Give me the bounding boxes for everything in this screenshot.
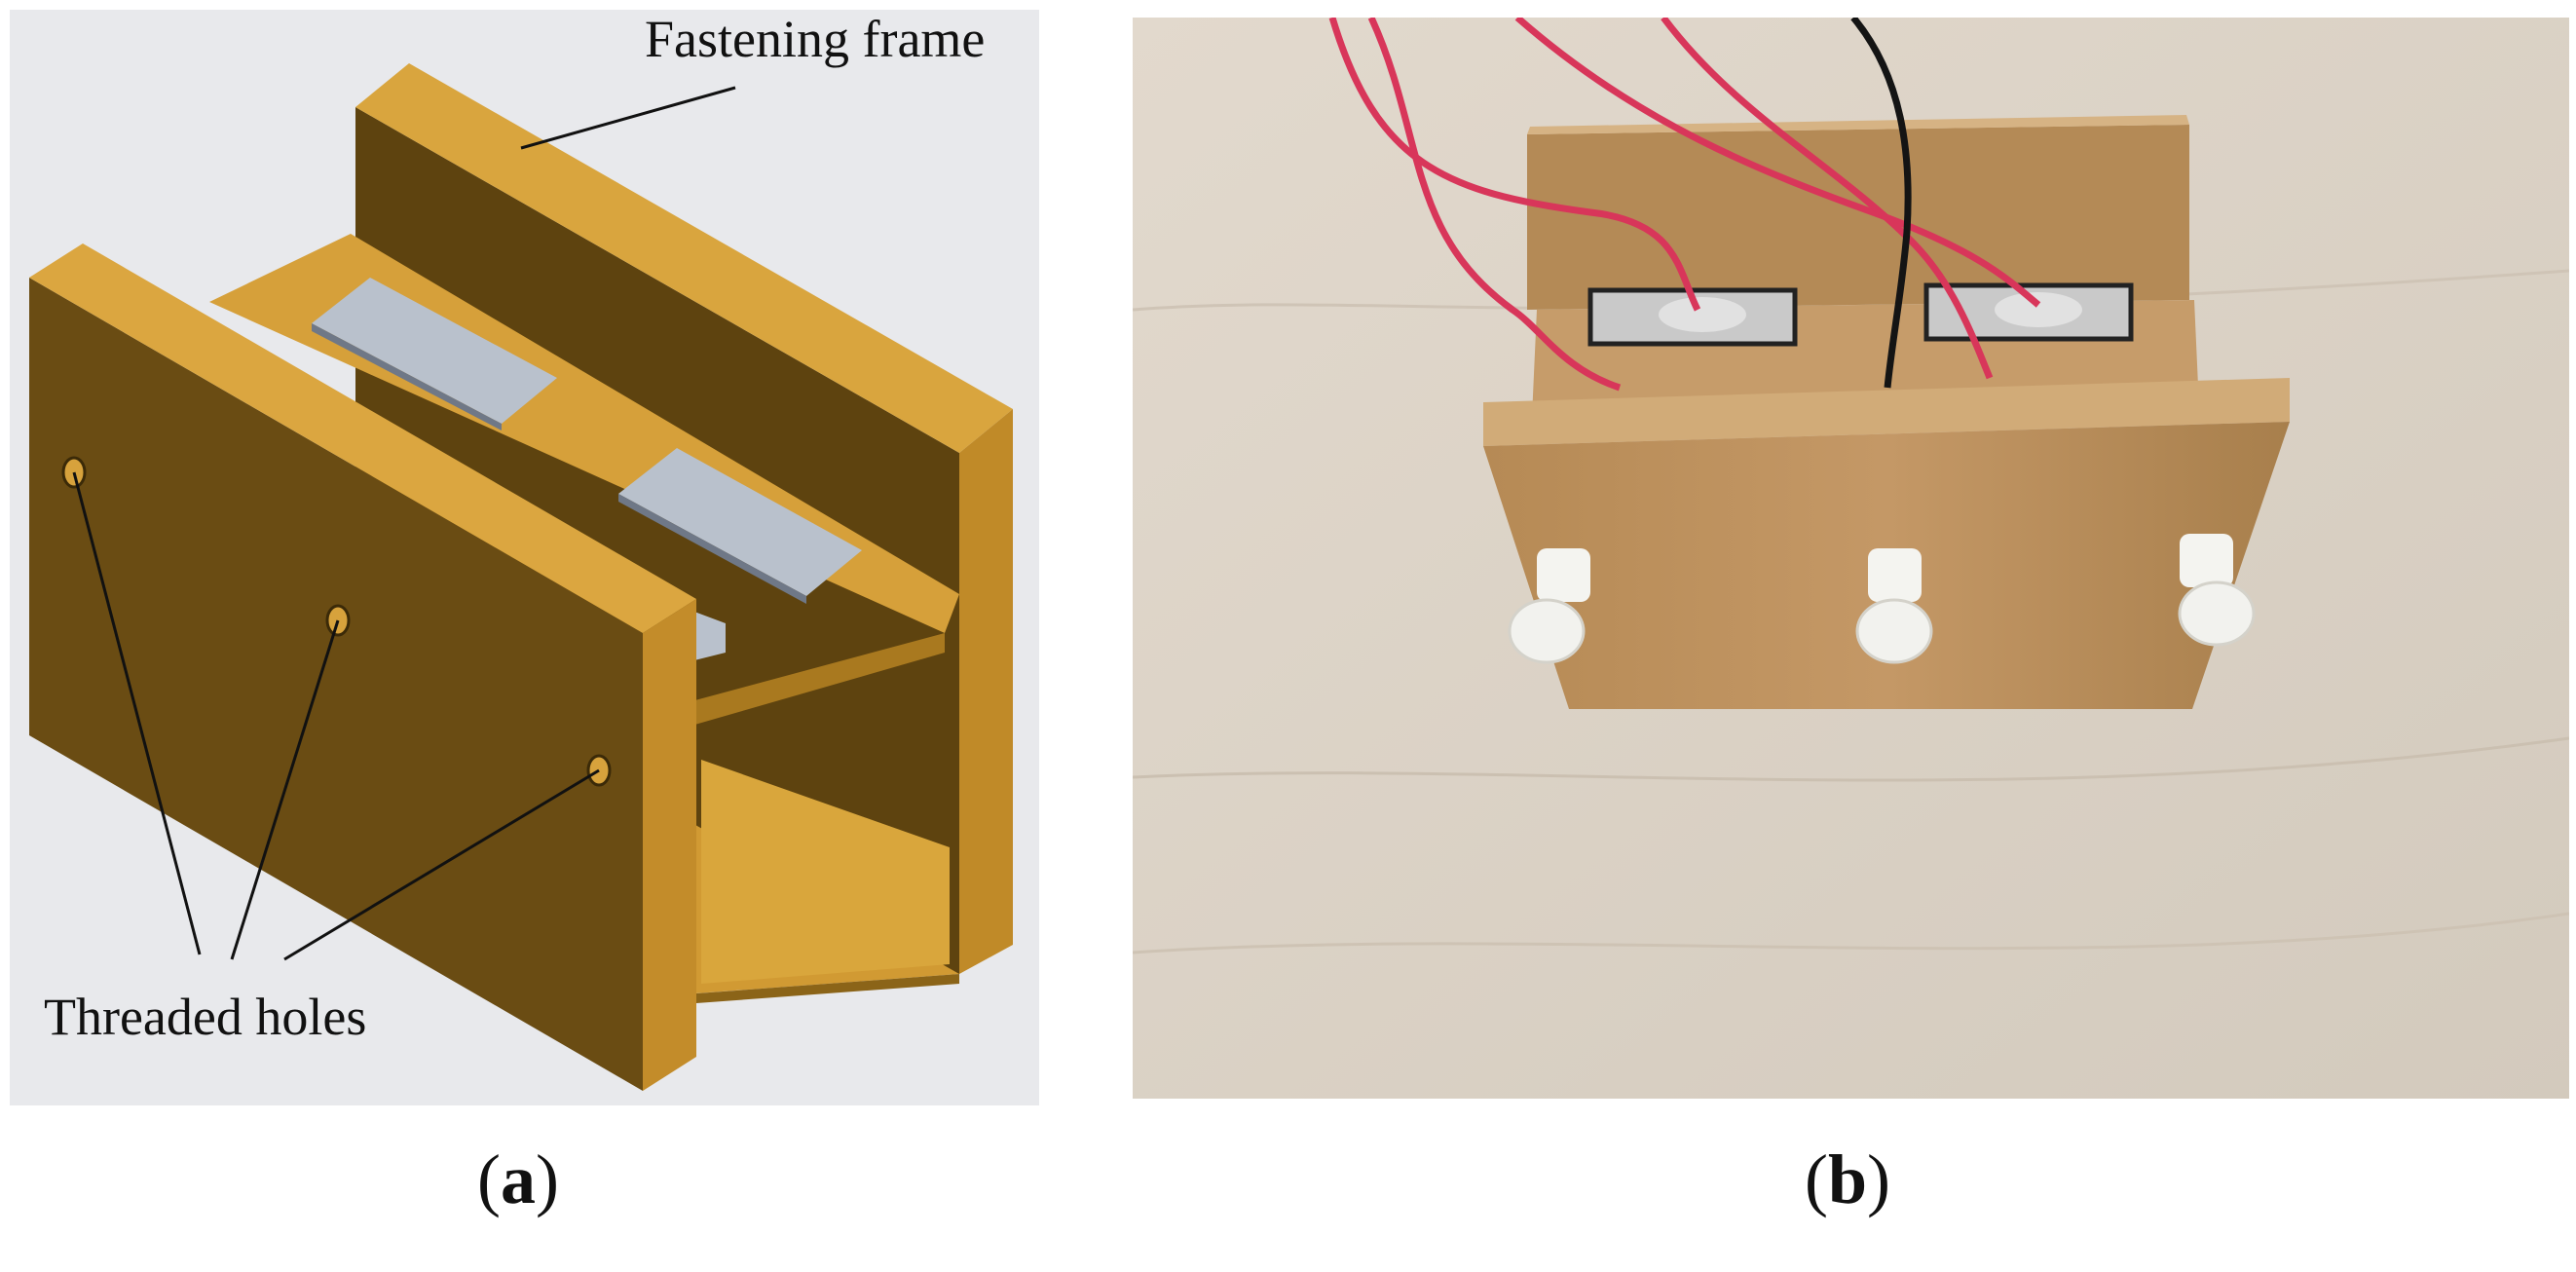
nylon-screw-3 [2178, 534, 2256, 647]
front-wall-top [29, 243, 696, 633]
caption-a: (a) [477, 1141, 559, 1218]
back-wall-face [355, 107, 959, 974]
wood-grain-2 [1133, 736, 2569, 782]
leader-line-hole-1 [72, 471, 202, 955]
label-threaded-holes: Threaded holes [44, 988, 366, 1046]
shelf-edge [691, 633, 945, 726]
red-wire-2 [1367, 18, 1622, 392]
photo-panel [1133, 18, 2569, 1099]
sensor-pad-2-edge [618, 494, 806, 604]
brass-back-wall [1527, 125, 2189, 310]
cad-rendering-panel: Fastening frame Threaded holes [10, 10, 1039, 1105]
label-fastening-frame: Fastening frame [645, 10, 985, 68]
solder-joint-1 [1659, 297, 1746, 332]
sensor-pad-1-edge [312, 323, 502, 430]
caption-b: (b) [1805, 1141, 1891, 1218]
lower-floor-strip [696, 974, 959, 1003]
nylon-screw-1 [1508, 548, 1590, 664]
brass-back-wall-top [1527, 115, 2189, 134]
solder-joint-2 [1995, 292, 2082, 327]
red-wire-1 [1328, 18, 1701, 312]
red-wire-3 [1514, 18, 2041, 308]
nylon-screw-2 [1855, 548, 1933, 664]
fabricated-frame-photo [1133, 18, 2569, 1099]
sensor-pad-1 [312, 278, 557, 424]
sensor-pad-2 [618, 448, 862, 596]
front-wall-face [29, 278, 643, 1091]
back-wall-end [959, 409, 1013, 974]
leader-line-hole-2 [230, 619, 340, 960]
leader-line-frame [520, 86, 736, 150]
black-wire [1850, 18, 1912, 389]
fastening-frame-drawing: Fastening frame Threaded holes [29, 10, 1013, 1091]
wood-grain-3 [1133, 912, 2569, 954]
leader-line-hole-3 [283, 768, 600, 961]
back-wall-top [355, 63, 1013, 453]
red-wire-4 [1661, 18, 1994, 380]
back-channel-window [701, 760, 950, 984]
brass-front-plate [1483, 378, 2290, 446]
front-wall-end [643, 599, 696, 1091]
